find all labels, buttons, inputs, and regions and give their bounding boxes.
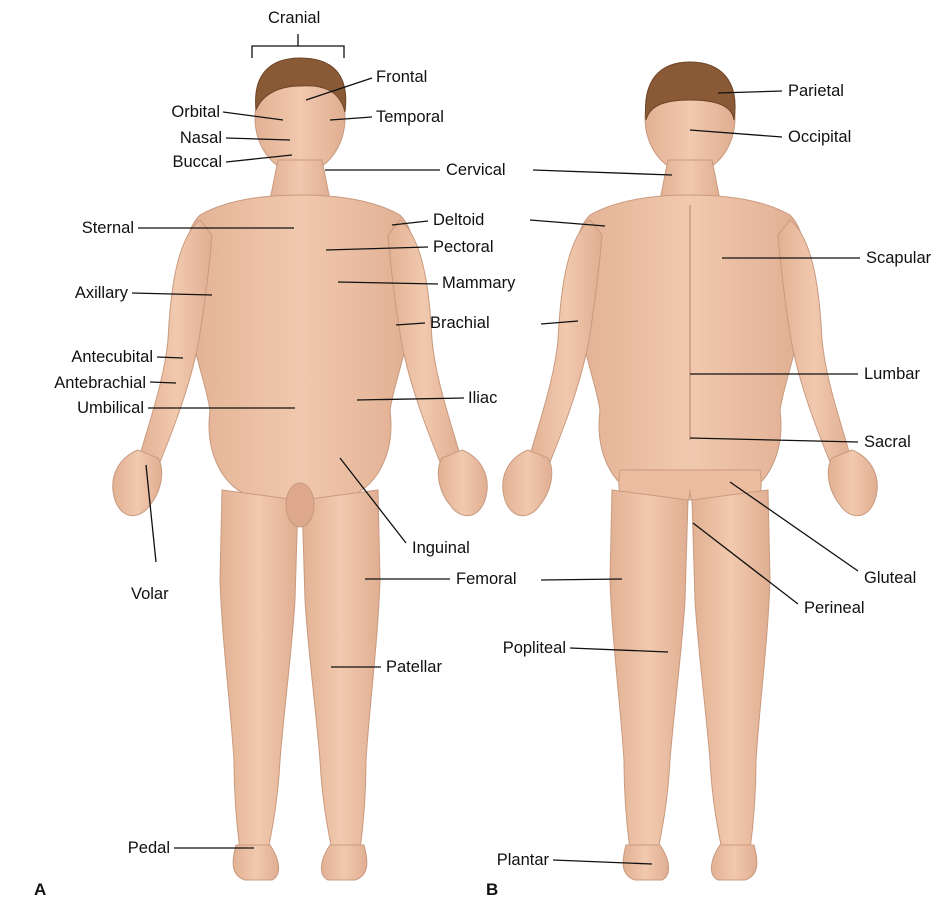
label-orbital: Orbital xyxy=(150,104,220,121)
label-sacral: Sacral xyxy=(864,434,911,451)
label-femoral: Femoral xyxy=(456,571,517,588)
cranial-bracket xyxy=(252,46,344,58)
label-scapular: Scapular xyxy=(866,250,931,267)
label-parietal: Parietal xyxy=(788,83,844,100)
label-antecubital: Antecubital xyxy=(10,349,153,366)
label-mammary: Mammary xyxy=(442,275,515,292)
label-buccal: Buccal xyxy=(150,154,222,171)
label-antebrachial: Antebrachial xyxy=(5,375,146,392)
front-figure xyxy=(113,58,487,880)
back-figure xyxy=(503,62,877,880)
panel-letter-a: A xyxy=(34,880,46,900)
label-axillary: Axillary xyxy=(40,285,128,302)
label-nasal: Nasal xyxy=(150,130,222,147)
label-plantar: Plantar xyxy=(460,852,549,869)
label-inguinal: Inguinal xyxy=(412,540,470,557)
label-temporal: Temporal xyxy=(376,109,444,126)
label-deltoid: Deltoid xyxy=(433,212,484,229)
label-iliac: Iliac xyxy=(468,390,497,407)
label-frontal: Frontal xyxy=(376,69,427,86)
label-popliteal: Popliteal xyxy=(460,640,566,657)
label-cranial: Cranial xyxy=(268,10,320,27)
label-brachial: Brachial xyxy=(430,315,490,332)
label-pectoral: Pectoral xyxy=(433,239,494,256)
label-gluteal: Gluteal xyxy=(864,570,916,587)
label-volar: Volar xyxy=(131,586,169,603)
label-perineal: Perineal xyxy=(804,600,865,617)
panel-letter-b: B xyxy=(486,880,498,900)
label-cervical: Cervical xyxy=(446,162,506,179)
label-occipital: Occipital xyxy=(788,129,851,146)
label-pedal: Pedal xyxy=(80,840,170,857)
label-umbilical: Umbilical xyxy=(5,400,144,417)
label-patellar: Patellar xyxy=(386,659,442,676)
label-lumbar: Lumbar xyxy=(864,366,920,383)
label-sternal: Sternal xyxy=(50,220,134,237)
